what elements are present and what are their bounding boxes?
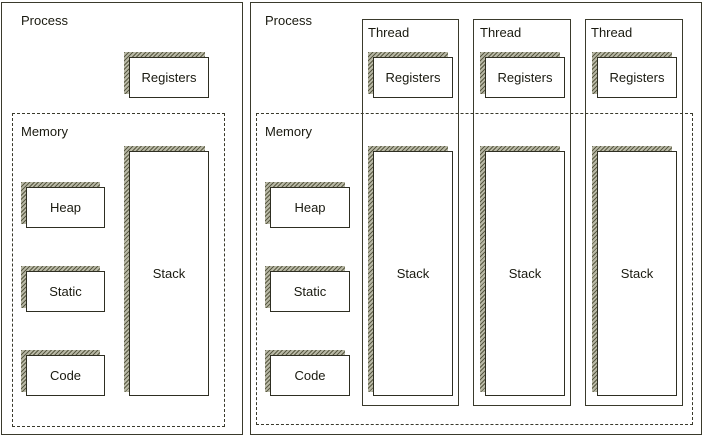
heap-label: Heap: [294, 200, 326, 215]
static-label: Static: [293, 284, 327, 299]
registers-box: Registers: [597, 57, 677, 98]
stack-box: Stack: [485, 151, 565, 396]
code-box: Code: [26, 355, 105, 396]
code-box: Code: [270, 355, 350, 396]
memory-label: Memory: [265, 124, 312, 139]
heap-box: Heap: [26, 187, 105, 228]
stack-label: Stack: [508, 266, 542, 281]
registers-label: Registers: [497, 70, 553, 85]
static-box: Static: [270, 271, 350, 312]
registers-label: Registers: [385, 70, 441, 85]
static-box: Static: [26, 271, 105, 312]
memory-label: Memory: [21, 124, 68, 139]
stack-label: Stack: [396, 266, 430, 281]
thread-label: Thread: [480, 25, 522, 40]
code-label: Code: [49, 368, 82, 383]
heap-box: Heap: [270, 187, 350, 228]
registers-label: Registers: [609, 70, 665, 85]
stack-label: Stack: [620, 266, 654, 281]
stack-box: Stack: [129, 151, 209, 396]
heap-label: Heap: [49, 200, 82, 215]
memory-region: [256, 113, 693, 425]
thread-frame: [473, 19, 571, 406]
stack-box: Stack: [373, 151, 453, 396]
registers-label: Registers: [141, 70, 197, 85]
registers-box: Registers: [129, 57, 209, 98]
memory-region: [12, 113, 225, 427]
process-label: Process: [21, 13, 68, 28]
static-label: Static: [49, 284, 82, 299]
stack-box: Stack: [597, 151, 677, 396]
code-label: Code: [294, 368, 326, 383]
thread-label: Thread: [368, 25, 410, 40]
registers-box: Registers: [373, 57, 453, 98]
thread-frame: [362, 19, 459, 406]
process-label: Process: [265, 13, 312, 28]
registers-box: Registers: [485, 57, 565, 98]
thread-frame: [585, 19, 683, 406]
thread-label: Thread: [591, 25, 633, 40]
stack-label: Stack: [152, 266, 186, 281]
